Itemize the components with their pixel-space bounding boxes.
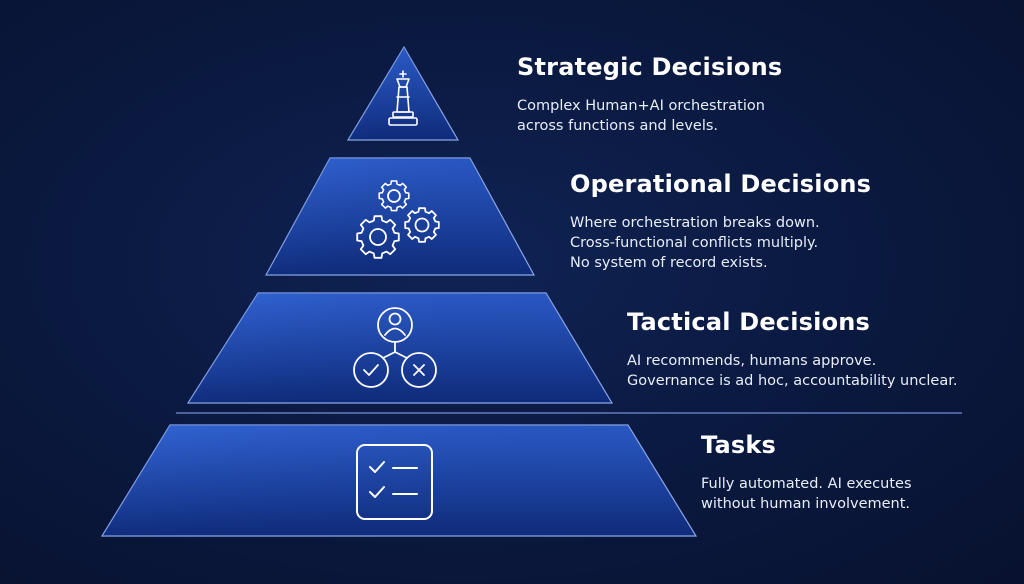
tier-tasks: [100, 424, 698, 537]
tier-title: Strategic Decisions: [517, 53, 783, 81]
checklist-icon: [356, 444, 433, 520]
chess-king-icon: [388, 70, 418, 126]
description-line: without human involvement.: [701, 496, 911, 512]
description-line: Fully automated. AI executes: [701, 476, 912, 492]
tier-operational: [264, 157, 536, 276]
tier-title: Tasks: [701, 431, 777, 459]
description-line: across functions and levels.: [517, 118, 719, 134]
tier-operational-text: Operational Decisions Where orchestratio…: [570, 169, 871, 273]
tier-tasks-text: Tasks Fully automated. AI executes witho…: [701, 430, 912, 514]
tier-title: Operational Decisions: [570, 170, 872, 198]
tier-description: AI recommends, humans approve. Governanc…: [627, 351, 957, 391]
description-line: Complex Human+AI orchestration: [517, 98, 765, 114]
gears-icon: [356, 180, 440, 259]
description-line: No system of record exists.: [570, 255, 768, 271]
description-line: AI recommends, humans approve.: [627, 353, 877, 369]
description-line: Cross-functional conflicts multiply.: [570, 235, 819, 251]
tier-description: Where orchestration breaks down. Cross-f…: [570, 213, 871, 273]
approval-flow-icon: [353, 307, 437, 388]
tier-strategic-text: Strategic Decisions Complex Human+AI orc…: [517, 52, 782, 136]
tier-description: Complex Human+AI orchestration across fu…: [517, 96, 782, 136]
tier-tactical-text: Tactical Decisions AI recommends, humans…: [627, 307, 957, 391]
tier-title: Tactical Decisions: [627, 308, 871, 336]
tier-description: Fully automated. AI executes without hum…: [701, 474, 912, 514]
description-line: Where orchestration breaks down.: [570, 215, 820, 231]
tier-tactical: [186, 292, 614, 404]
tier-strategic: [346, 45, 460, 141]
description-line: Governance is ad hoc, accountability unc…: [627, 373, 958, 389]
